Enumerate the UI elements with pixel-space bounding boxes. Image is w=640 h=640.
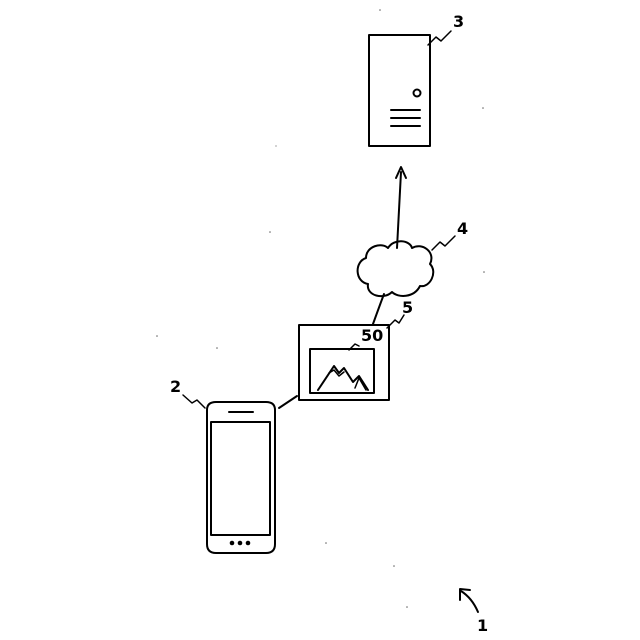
mountain-image-icon	[310, 349, 374, 393]
label-network: 4	[457, 219, 468, 238]
arrow-network-to-server	[396, 167, 406, 248]
leader-line-network	[432, 236, 455, 250]
leader-line-server	[428, 31, 451, 45]
link-network-content	[373, 294, 384, 324]
link-content-terminal	[279, 396, 297, 408]
label-image: 50	[361, 326, 383, 345]
smartphone-icon	[207, 402, 275, 553]
label-system: 1	[477, 616, 488, 635]
label-content: 5	[402, 298, 413, 317]
scan-specks	[156, 9, 485, 608]
cloud-icon	[358, 241, 434, 296]
label-server: 3	[453, 12, 464, 31]
curved-arrow-icon	[460, 589, 478, 612]
server-tower-icon	[369, 35, 430, 146]
label-terminal: 2	[170, 377, 181, 396]
leader-line-terminal	[183, 395, 205, 408]
